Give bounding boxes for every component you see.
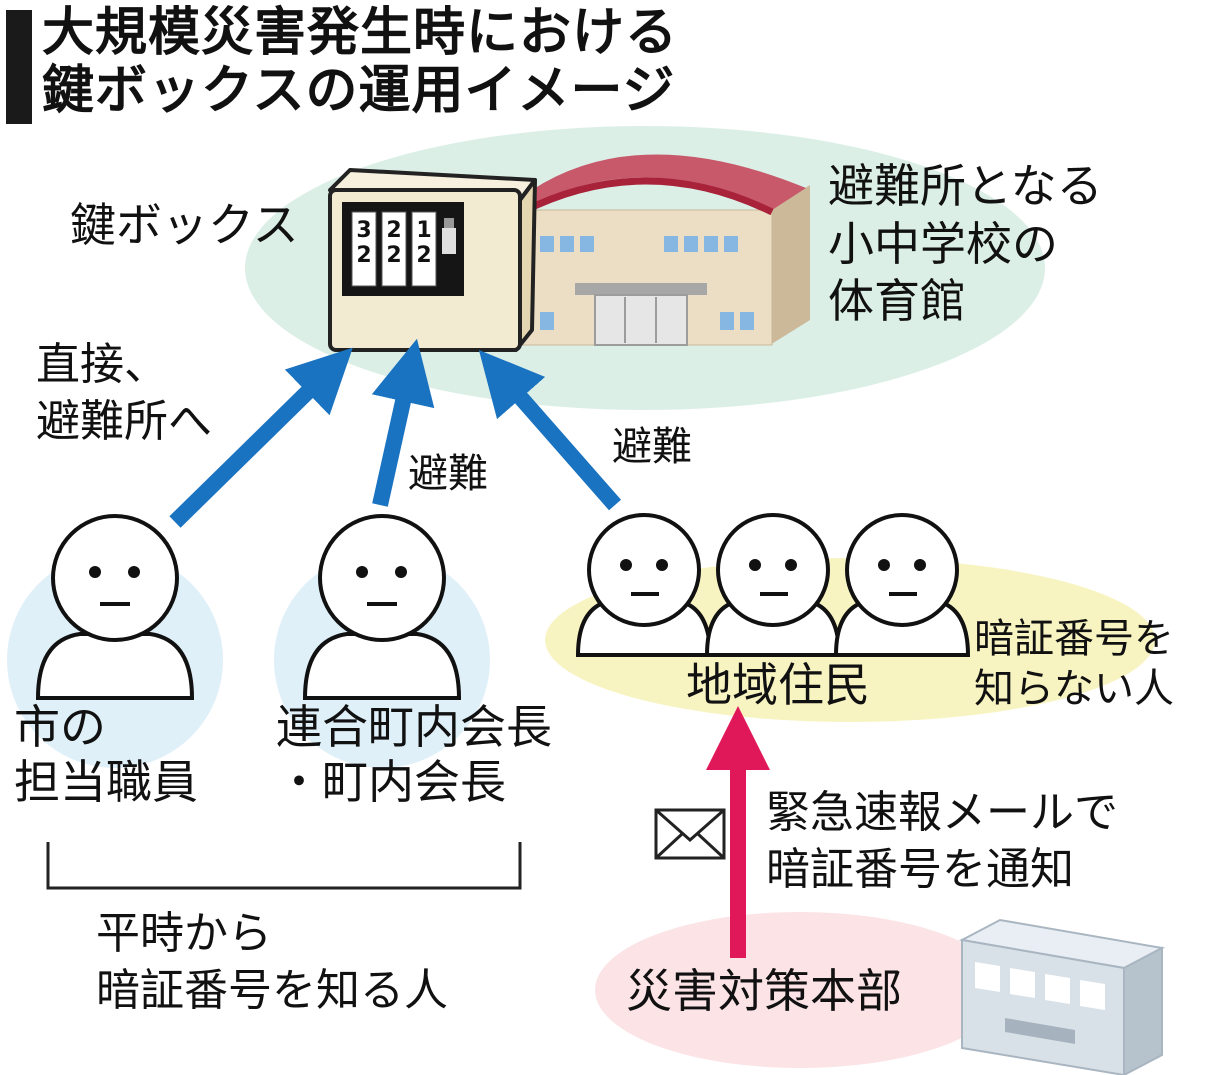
lock-digit-4-secondary: 2 (416, 243, 432, 268)
gymnasium-label-line-2: 小中学校の (828, 216, 1058, 271)
gymnasium-label-line-3: 体育館 (828, 274, 966, 328)
key-box-icon (328, 168, 537, 352)
person-faces (89, 559, 926, 606)
emergency-mail-label-line-2: 暗証番号を通知 (766, 844, 1074, 896)
person-resident-2 (704, 513, 842, 657)
emergency-mail-label: 緊急速報メールで 暗証番号を通知 (766, 784, 1118, 898)
page-title: 大規模災害発生時における 鍵ボックスの運用イメージ (42, 3, 679, 122)
lock-digit-2: 2 (386, 218, 402, 243)
person-resident-1 (575, 513, 713, 657)
lock-digit-2-secondary: 2 (356, 243, 372, 268)
chairman-label-line-1: 連合町内会長 (276, 700, 552, 754)
title-line-1: 大規模災害発生時における (42, 3, 679, 63)
lock-digit-3: 1 (416, 218, 432, 243)
arrow-city-staff-to-box (169, 347, 353, 528)
office-building-icon (958, 918, 1166, 1075)
lock-digit-3-secondary: 2 (386, 243, 402, 268)
envelope-icon (654, 808, 726, 860)
known-code-label-line-1: 平時から (96, 908, 272, 959)
direct-label-line-2: 避難所へ (36, 396, 212, 448)
city-staff-label: 市の 担当職員 (14, 700, 198, 810)
person-city-staff (35, 514, 195, 700)
arrow-residents-to-box (478, 349, 622, 511)
chairman-label-line-2: ・町内会長 (276, 755, 506, 810)
gymnasium-label-line-1: 避難所となる (828, 159, 1103, 213)
person-chairman (302, 514, 462, 700)
key-box-label: 鍵ボックス (70, 198, 299, 252)
hq-area-ellipse (595, 912, 1005, 1068)
city-staff-label-line-1: 市の (14, 700, 106, 754)
emergency-mail-label-line-1: 緊急速報メールで (766, 787, 1118, 838)
evacuate-label-1: 避難 (408, 451, 488, 497)
known-code-label: 平時から 暗証番号を知る人 (96, 905, 448, 1019)
gymnasium-label: 避難所となる 小中学校の 体育館 (828, 158, 1103, 331)
gymnasium-icon (519, 154, 810, 346)
title-accent-bar (6, 10, 32, 124)
lock-dials (351, 211, 437, 287)
direct-label-line-1: 直接、 (36, 339, 168, 390)
arrow-chairman-to-box (371, 338, 435, 507)
person-resident-3 (833, 513, 971, 657)
unknown-code-label-line-1: 暗証番号を (974, 616, 1174, 662)
lock-digit-1: 3 (356, 218, 372, 243)
group-bracket (46, 842, 522, 890)
disaster-hq-label: 災害対策本部 (626, 964, 902, 1018)
known-code-label-line-2: 暗証番号を知る人 (96, 965, 448, 1017)
direct-to-shelter-label: 直接、 避難所へ (36, 336, 212, 450)
residents-label: 地域住民 (686, 658, 870, 712)
evacuate-label-2: 避難 (612, 424, 692, 470)
city-staff-label-line-2: 担当職員 (14, 755, 198, 810)
unknown-code-label: 暗証番号を 知らない人 (974, 614, 1174, 714)
chairman-label: 連合町内会長 ・町内会長 (276, 700, 552, 810)
title-line-2: 鍵ボックスの運用イメージ (42, 61, 676, 122)
unknown-code-label-line-2: 知らない人 (974, 666, 1174, 712)
